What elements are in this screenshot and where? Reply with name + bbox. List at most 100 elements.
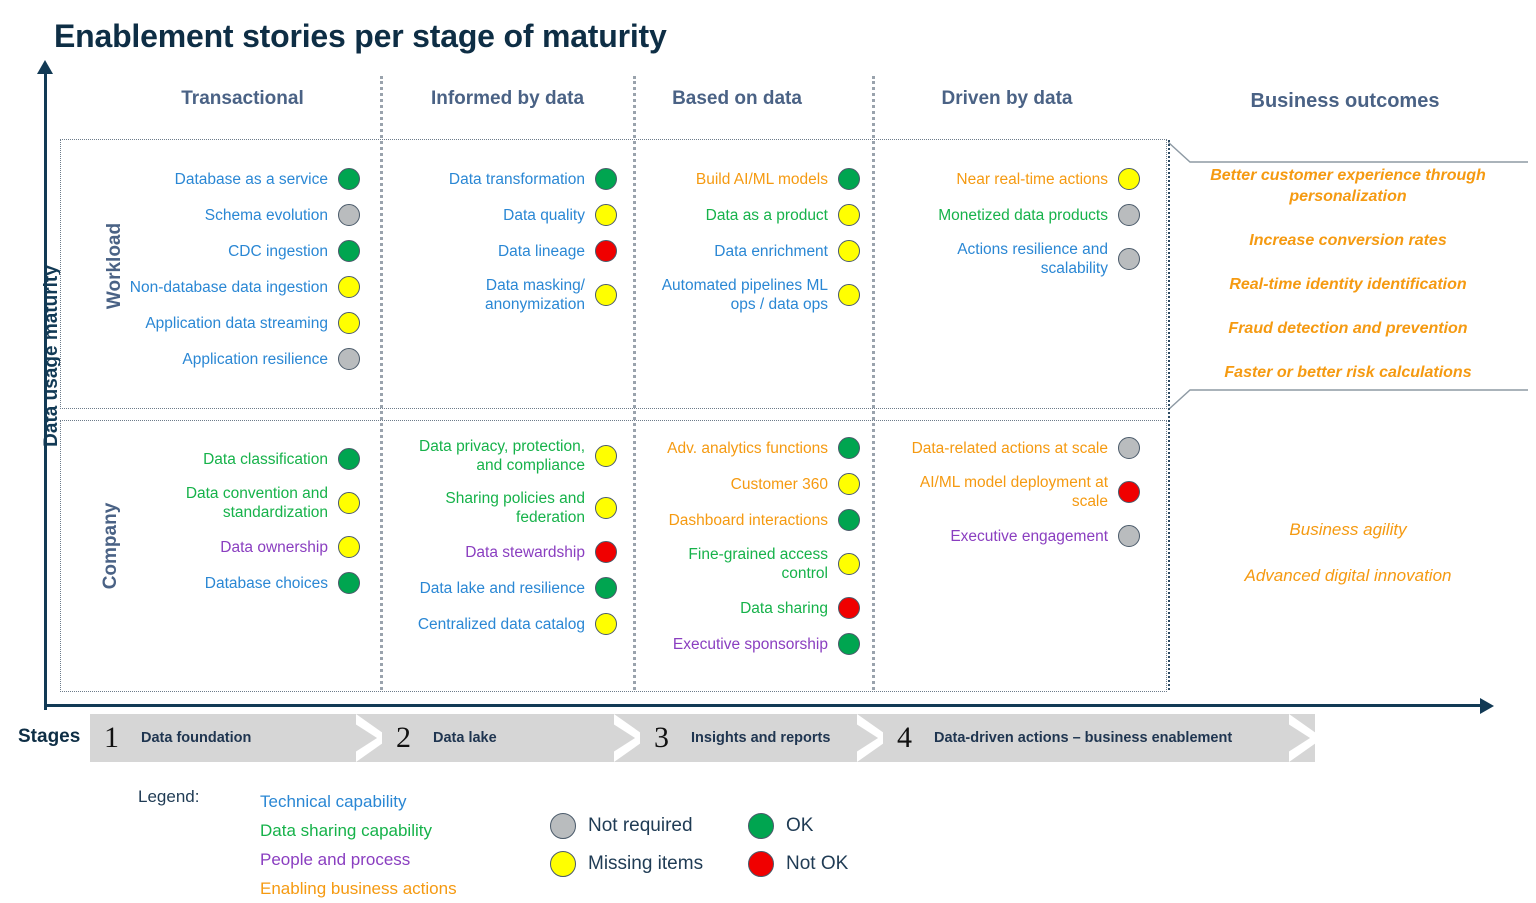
matrix-item[interactable]: Data classification xyxy=(120,448,360,470)
status-dot-yellow xyxy=(838,240,860,262)
matrix-item-label: Executive engagement xyxy=(950,527,1108,545)
column-separator-2 xyxy=(633,76,636,690)
column-header-driven: Driven by data xyxy=(941,88,1073,109)
matrix-item[interactable]: Database choices xyxy=(120,572,360,594)
status-dot-yellow xyxy=(595,284,617,306)
business-outcome-item: Faster or better risk calculations xyxy=(1224,364,1472,381)
matrix-item[interactable]: Non-database data ingestion xyxy=(120,276,360,298)
stage-1[interactable]: 1 Data foundation xyxy=(90,714,382,762)
matrix-item[interactable]: Data sharing xyxy=(645,597,860,619)
business-outcome-item: Better customer experience through perso… xyxy=(1210,167,1486,205)
matrix-item[interactable]: Data ownership xyxy=(120,536,360,558)
legend-status-item: OK xyxy=(748,813,813,839)
status-dot-red xyxy=(838,597,860,619)
matrix-item[interactable]: Data privacy, protection, and compliance xyxy=(392,437,617,475)
matrix-item[interactable]: Data convention and standardization xyxy=(120,484,360,522)
matrix-item-label: Build AI/ML models xyxy=(695,170,828,188)
matrix-item-label: Data sharing xyxy=(740,599,828,617)
status-dot-grey xyxy=(550,813,576,839)
matrix-item-label: Near real-time actions xyxy=(956,170,1108,188)
matrix-item[interactable]: Application data streaming xyxy=(120,312,360,334)
matrix-item[interactable]: Monetized data products xyxy=(900,204,1140,226)
matrix-item[interactable]: Fine-grained access control xyxy=(645,545,860,583)
stage-number: 3 xyxy=(654,721,669,754)
matrix-item[interactable]: Automated pipelines ML ops / data ops xyxy=(645,276,860,314)
status-dot-yellow xyxy=(838,553,860,575)
matrix-item[interactable]: CDC ingestion xyxy=(120,240,360,262)
column-separator-1 xyxy=(380,76,383,690)
matrix-item-label: Customer 360 xyxy=(730,475,828,493)
status-dot-red xyxy=(1118,481,1140,503)
matrix-item-label: Data privacy, protection, and compliance xyxy=(419,438,585,474)
status-dot-grey xyxy=(1118,204,1140,226)
stage-number: 4 xyxy=(897,721,912,754)
matrix-item[interactable]: Build AI/ML models xyxy=(645,168,860,190)
matrix-item[interactable]: Customer 360 xyxy=(645,473,860,495)
matrix-item-label: Data masking/ anonymization xyxy=(485,277,585,313)
status-dot-yellow xyxy=(595,497,617,519)
column-header-business-outcomes: Business outcomes xyxy=(1250,90,1440,112)
matrix-item-label: Data stewardship xyxy=(465,543,585,561)
matrix-item-label: AI/ML model deployment at scale xyxy=(919,474,1108,510)
matrix-item-label: Data as a product xyxy=(705,206,828,224)
y-axis-line xyxy=(44,70,47,710)
y-axis-arrow-icon xyxy=(37,60,53,74)
status-dot-green xyxy=(838,633,860,655)
matrix-item[interactable]: Data-related actions at scale xyxy=(900,437,1140,459)
legend-status-item: Not required xyxy=(550,813,693,839)
stage-number: 1 xyxy=(104,721,119,754)
matrix-item-label: Adv. analytics functions xyxy=(667,439,828,457)
matrix-item[interactable]: Data as a product xyxy=(645,204,860,226)
matrix-item[interactable]: Near real-time actions xyxy=(900,168,1140,190)
matrix-item[interactable]: Data lineage xyxy=(392,240,617,262)
status-dot-grey xyxy=(1118,525,1140,547)
cell-company-informed: Data privacy, protection, and compliance… xyxy=(392,437,617,649)
business-outcome-item: Business agility xyxy=(1289,520,1407,539)
matrix-item-label: Dashboard interactions xyxy=(668,511,828,529)
matrix-item-label: Database as a service xyxy=(174,170,328,188)
column-header-based: Based on data xyxy=(672,88,802,109)
legend-category-item: People and process xyxy=(260,850,411,869)
legend-status-label: Missing items xyxy=(588,853,704,874)
matrix-item[interactable]: Application resilience xyxy=(120,348,360,370)
matrix-item[interactable]: Adv. analytics functions xyxy=(645,437,860,459)
matrix-item[interactable]: Data enrichment xyxy=(645,240,860,262)
matrix-item[interactable]: Sharing policies and federation xyxy=(392,489,617,527)
stage-name: Data lake xyxy=(433,730,497,746)
legend-category-item: Technical capability xyxy=(260,792,407,811)
status-dot-red xyxy=(595,541,617,563)
matrix-item[interactable]: Data transformation xyxy=(392,168,617,190)
matrix-item[interactable]: Data stewardship xyxy=(392,541,617,563)
matrix-item-label: Application resilience xyxy=(182,350,328,368)
matrix-item[interactable]: Centralized data catalog xyxy=(392,613,617,635)
legend-category-item: Enabling business actions xyxy=(260,879,457,898)
matrix-item[interactable]: Data masking/ anonymization xyxy=(392,276,617,314)
status-dot-yellow xyxy=(1118,168,1140,190)
matrix-item[interactable]: Data lake and resilience xyxy=(392,577,617,599)
matrix-item[interactable]: Database as a service xyxy=(120,168,360,190)
x-axis-line xyxy=(44,704,1486,707)
matrix-item-label: Centralized data catalog xyxy=(417,615,585,633)
matrix-item[interactable]: Actions resilience and scalability xyxy=(900,240,1140,278)
legend-category-item: Data sharing capability xyxy=(260,821,432,840)
matrix-item[interactable]: Executive engagement xyxy=(900,525,1140,547)
matrix-item[interactable]: Dashboard interactions xyxy=(645,509,860,531)
matrix-item-label: Data enrichment xyxy=(714,242,828,260)
status-dot-green xyxy=(838,509,860,531)
business-outcome-item: Advanced digital innovation xyxy=(1244,566,1452,585)
stage-name: Data foundation xyxy=(141,730,252,746)
matrix-item[interactable]: AI/ML model deployment at scale xyxy=(900,473,1140,511)
matrix-item[interactable]: Executive sponsorship xyxy=(645,633,860,655)
matrix-item-label: Fine-grained access control xyxy=(688,546,828,582)
matrix-item[interactable]: Data quality xyxy=(392,204,617,226)
matrix-item[interactable]: Schema evolution xyxy=(120,204,360,226)
status-dot-grey xyxy=(1118,248,1140,270)
